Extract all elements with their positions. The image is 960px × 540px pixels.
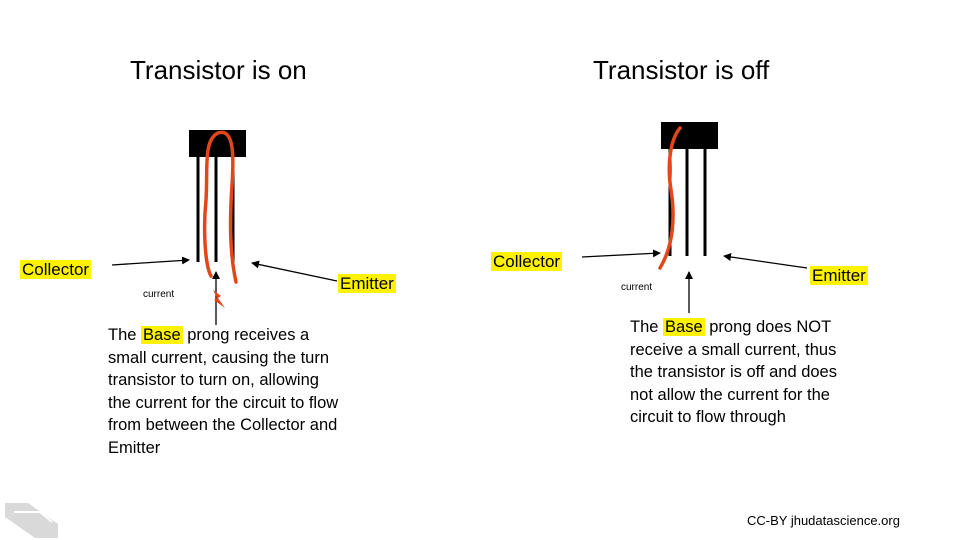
title-transistor-off: Transistor is off bbox=[593, 55, 770, 85]
emitter-label: Emitter bbox=[810, 266, 868, 285]
emitter-arrow bbox=[723, 253, 808, 269]
current-label: current bbox=[621, 282, 653, 293]
current-wire bbox=[658, 126, 682, 270]
base-highlight: Base bbox=[663, 318, 705, 336]
credit-text: CC-BY jhudatascience.org bbox=[747, 513, 900, 528]
emitter-arrow bbox=[251, 260, 338, 282]
current-loop-wire bbox=[202, 130, 238, 284]
transistor-off-illustration bbox=[581, 122, 808, 313]
collector-arrow bbox=[111, 256, 190, 266]
title-transistor-on: Transistor is on bbox=[130, 55, 307, 85]
transistor-on-illustration bbox=[111, 130, 338, 325]
on-description: The Base prong receives a small current,… bbox=[108, 326, 339, 457]
emitter-label: Emitter bbox=[338, 274, 396, 293]
collector-label: Collector bbox=[491, 252, 563, 271]
lightning-icon bbox=[213, 290, 225, 308]
logo-icon bbox=[5, 503, 58, 538]
off-description: The Base prong does NOT receive a small … bbox=[630, 318, 837, 427]
collector-arrow bbox=[581, 249, 661, 258]
base-highlight: Base bbox=[141, 326, 183, 344]
collector-label: Collector bbox=[20, 260, 92, 279]
current-label: current bbox=[143, 289, 175, 300]
transistor-body bbox=[661, 122, 718, 149]
